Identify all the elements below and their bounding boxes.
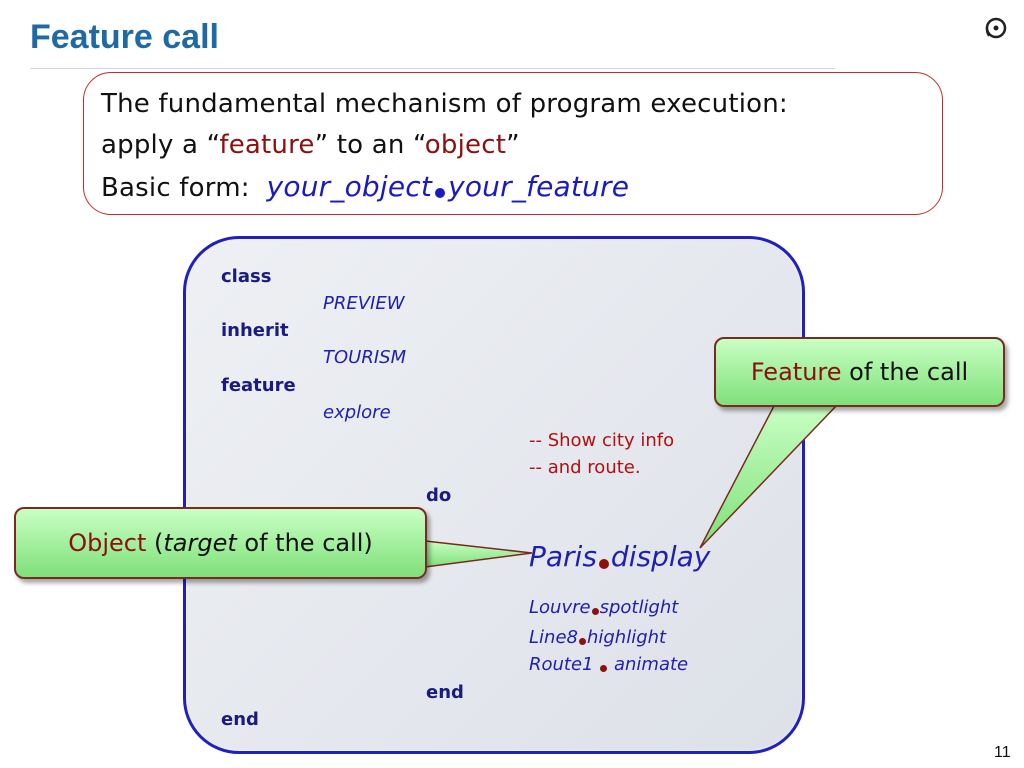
intro-object-word: object [424,130,507,160]
feature-callout-red: Feature [750,358,842,386]
comment-line-1: -- Show city info [529,430,675,451]
title-divider [30,68,835,69]
call-object: Line8 [529,627,578,648]
intro-line-3: Basic form: your_object your_feature [101,170,629,203]
main-call-feature: display [610,540,711,573]
feature-callout: Feature of the call [714,337,1005,407]
object-callout-target: target [163,529,237,557]
basic-form-label: Basic form: [101,173,250,203]
slide-title: Feature call [30,18,219,56]
intro-line-2: apply a “feature” to an “object” [101,130,520,160]
intro-line-2-middle: ” to an “ [314,130,425,160]
call-dot-icon [578,638,586,645]
call-route1: Route1 animate [529,654,688,675]
feature-callout-rest: of the call [841,358,969,386]
call-louvre: Louvre spotlight [529,597,678,618]
parent-class-name: TOURISM [323,347,407,368]
page-number: 11 [994,744,1011,761]
code-panel [183,236,805,754]
eiffel-logo-icon [985,17,1007,39]
intro-line-2-suffix: ” [506,130,520,160]
call-line8: Line8 highlight [529,627,666,648]
call-feature: spotlight [599,597,679,618]
feature-callout-pointer [699,403,840,549]
keyword-inherit: inherit [221,320,289,341]
call-dot-icon [591,608,599,615]
call-dot-icon [598,559,609,569]
call-feature: highlight [586,627,667,648]
basic-form-code: your_object your_feature [267,170,630,203]
object-callout-red: Object [68,529,147,557]
keyword-end-outer: end [221,709,259,730]
call-dot-icon [435,188,446,198]
feature-name: explore [323,402,391,423]
intro-line-1: The fundamental mechanism of program exe… [101,89,788,119]
class-name: PREVIEW [323,293,405,314]
call-object: Louvre [529,597,591,618]
basic-form-object: your_object [266,170,433,203]
keyword-class: class [221,266,272,287]
call-object: Route1 [529,654,594,675]
intro-line-2-prefix: apply a “ [101,130,220,160]
object-callout-pointer [424,540,533,568]
object-callout-open: ( [146,529,164,557]
basic-form-feature: your_feature [448,170,630,203]
keyword-feature: feature [221,375,296,396]
comment-line-2: -- and route. [529,457,641,478]
keyword-end-inner: end [426,682,464,703]
call-feature: animate [613,654,689,675]
intro-box: The fundamental mechanism of program exe… [83,72,943,215]
main-call: Paris display [529,540,710,573]
object-callout-rest: of the call) [236,529,373,557]
keyword-do: do [426,485,452,506]
call-dot-icon [600,665,608,672]
object-callout: Object (target of the call) [14,507,427,579]
main-call-object: Paris [529,540,597,573]
intro-feature-word: feature [219,130,315,160]
